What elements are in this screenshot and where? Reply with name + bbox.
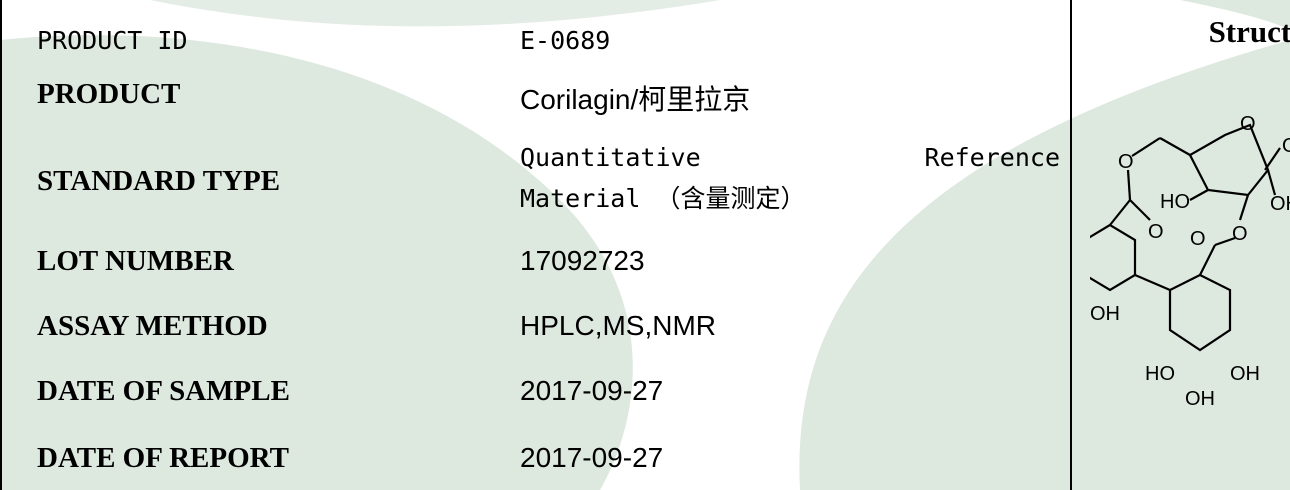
left-ester-bond: [1126, 169, 1132, 201]
sugar-ho: HO: [1160, 191, 1190, 213]
row-product-id: PRODUCT ID E-0689: [0, 0, 1070, 60]
label-lot-number: LOT NUMBER: [37, 245, 234, 277]
table-column-divider: [1070, 0, 1072, 490]
hhdp-oh-1: OH: [1090, 303, 1120, 325]
right-carbonyl-o-bond: [1214, 236, 1236, 247]
sugar-ch2-bond: [1159, 137, 1191, 156]
row-standard-type: STANDARD TYPE Quantitative Reference Mat…: [0, 125, 1070, 225]
left-carbonyl-o: O: [1148, 221, 1164, 243]
hydroxyl-bond-right: [1266, 169, 1277, 196]
hhdp-ring-left: [1090, 223, 1137, 292]
label-product-id: PRODUCT ID: [37, 26, 188, 55]
biaryl-bond: [1134, 273, 1171, 292]
row-date-of-sample: DATE OF SAMPLE 2017-09-27: [0, 355, 1070, 420]
row-assay-method: ASSAY METHOD HPLC,MS,NMR: [0, 290, 1070, 355]
value-date-of-sample: 2017-09-27: [520, 375, 664, 406]
right-carbonyl-o: O: [1190, 228, 1206, 250]
hhdp-ho-3: HO: [1145, 363, 1175, 385]
label-date-of-sample: DATE OF SAMPLE: [37, 375, 290, 407]
ring-oxygen-o: O: [1240, 113, 1256, 135]
watermark-leaf-right-top: [1180, 0, 1290, 30]
row-product: PRODUCT Corilagin/柯里拉京: [0, 60, 1070, 125]
sugar-ch2-o-bond: [1131, 137, 1161, 157]
watermark-leaf-right: [799, 40, 1290, 490]
label-assay-method: ASSAY METHOD: [37, 310, 268, 342]
hhdp-ring-right: [1168, 273, 1232, 352]
table-left-border: [0, 0, 2, 490]
watermark-leaf-top: [150, 0, 720, 27]
value-product-id: E-0689: [520, 26, 611, 55]
right-carbonyl-bond: [1199, 244, 1216, 276]
value-product: Corilagin/柯里拉京: [520, 84, 751, 115]
value-date-of-report: 2017-09-27: [520, 442, 664, 473]
ch2-oxygen-o: O: [1118, 151, 1134, 173]
value-standard-type-word1: Quantitative: [520, 143, 701, 172]
sugar-bottom-o: O: [1232, 223, 1248, 245]
left-carbonyl-to-ring: [1109, 199, 1131, 226]
row-date-of-report: DATE OF REPORT 2017-09-27: [0, 420, 1070, 490]
value-lot-number: 17092723: [520, 245, 645, 276]
hhdp-oh-2: OH: [1230, 363, 1260, 385]
label-standard-type: STANDARD TYPE: [37, 165, 281, 197]
hhdp-oh-3: OH: [1185, 388, 1215, 410]
label-date-of-report: DATE OF REPORT: [37, 442, 289, 474]
corilagin-structure-diagram: OH OH OH O O O O HO OH O O: [1090, 113, 1290, 410]
hydroxyl-bond-left: [1189, 189, 1209, 201]
left-carbonyl-bond: [1129, 199, 1151, 221]
label-product: PRODUCT: [37, 78, 181, 110]
value-standard-type-word2: Reference: [924, 143, 1060, 172]
structure-title: Structure: [1208, 14, 1290, 49]
sugar-o-bond-bottom: [1238, 194, 1250, 221]
value-standard-type-line1: Quantitative Reference: [520, 143, 1060, 172]
value-standard-type-line2: Material （含量测定）: [520, 184, 806, 213]
value-assay-method: HPLC,MS,NMR: [520, 310, 717, 341]
ester-oxygen-o: O: [1282, 135, 1290, 157]
row-lot-number: LOT NUMBER 17092723: [0, 225, 1070, 290]
sugar-oh: OH: [1270, 193, 1290, 215]
glucose-ring: [1188, 123, 1270, 197]
watermark-leaf-left: [0, 35, 633, 490]
